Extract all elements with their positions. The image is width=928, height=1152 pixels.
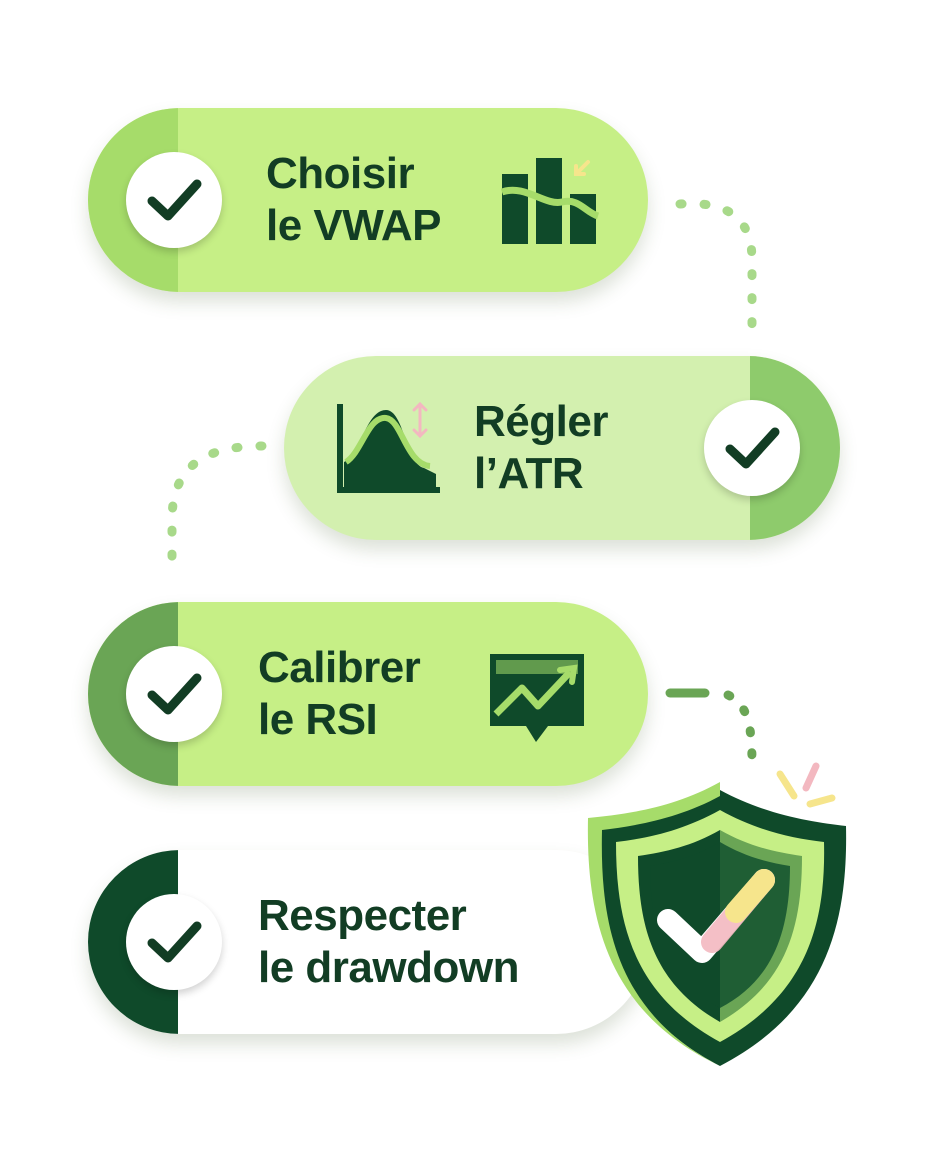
checkmark-icon xyxy=(147,179,202,221)
step-2-label: Régler l’ATR xyxy=(474,397,608,498)
bell-curve-chart-icon xyxy=(337,402,440,493)
step-2-pill: Régler l’ATR xyxy=(284,356,840,540)
checkmark-icon xyxy=(725,427,780,469)
step-3-label: Calibrer le RSI xyxy=(258,643,421,744)
connector-1-2 xyxy=(675,199,757,335)
step-3-check xyxy=(126,646,222,742)
bar-chart-icon xyxy=(500,158,600,244)
step-4-pill: Respecter le drawdown xyxy=(88,850,648,1034)
checkmark-icon xyxy=(147,921,202,963)
step-4-check xyxy=(126,894,222,990)
checkmark-icon xyxy=(147,673,202,715)
shield-check-icon xyxy=(587,762,847,1066)
step-2-check xyxy=(704,400,800,496)
step-1-pill: Choisir le VWAP xyxy=(88,108,648,292)
trend-chart-icon xyxy=(490,654,584,742)
step-4-label: Respecter le drawdown xyxy=(258,891,519,992)
connector-3-4-dots xyxy=(723,690,757,770)
step-1-check xyxy=(126,152,222,248)
step-3-pill: Calibrer le RSI xyxy=(88,602,648,786)
step-1-label: Choisir le VWAP xyxy=(266,149,442,250)
connector-2-3 xyxy=(167,441,267,583)
